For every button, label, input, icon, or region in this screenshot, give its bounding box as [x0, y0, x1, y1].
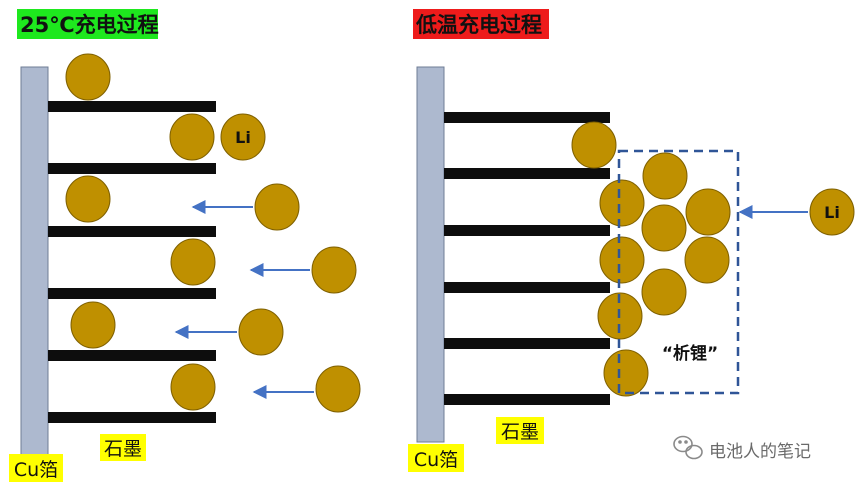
- right-cu-foil: [416, 66, 445, 443]
- lithium-ion: [641, 204, 687, 252]
- left-graphite-layers: [48, 101, 216, 423]
- left-panel: 25℃充电过程 Li: [9, 9, 361, 482]
- graphite-layer: [444, 394, 610, 405]
- right-graphite-layers: [444, 112, 610, 405]
- lithium-ion: [571, 121, 617, 169]
- lithium-ion: [684, 236, 730, 284]
- lithium-ion: [169, 113, 215, 161]
- graphite-layer: [48, 412, 216, 423]
- lithium-ion: [599, 236, 645, 284]
- left-foil-label-bg: [9, 454, 63, 482]
- left-lithium-ions: [65, 53, 361, 413]
- lithium-ion: [70, 301, 116, 349]
- lithium-ion: [65, 53, 111, 101]
- left-title: 25℃充电过程: [20, 13, 159, 37]
- right-foil-label: Cu箔: [414, 449, 458, 471]
- lithium-ion: [220, 113, 266, 161]
- left-foil-label: Cu箔: [14, 459, 58, 481]
- left-cu-foil: [20, 66, 49, 456]
- lithium-ion: [254, 183, 300, 231]
- plating-label: “析锂”: [662, 343, 718, 364]
- lithium-ion: [599, 179, 645, 227]
- lithium-ion: [170, 238, 216, 286]
- graphite-layer: [48, 350, 216, 361]
- right-panel: 低温充电过程 Li “析锂” 石墨: [408, 9, 855, 472]
- right-graphite-label-bg: [496, 417, 544, 444]
- lithium-ion: [641, 268, 687, 316]
- lithium-ion: [311, 246, 357, 294]
- graphite-layer: [444, 282, 610, 293]
- graphite-layer: [48, 163, 216, 174]
- lithium-ion: [685, 188, 731, 236]
- wechat-icon: [673, 435, 703, 460]
- graphite-layer: [48, 226, 216, 237]
- right-foil-label-bg: [408, 444, 464, 472]
- lithium-ion: [65, 175, 111, 223]
- lithium-ion: [603, 349, 649, 397]
- left-li-label: Li: [235, 128, 251, 147]
- graphite-layer: [444, 168, 610, 179]
- plating-region-box: [617, 149, 740, 395]
- left-title-bg: [17, 9, 158, 39]
- lithium-ion: [642, 152, 688, 200]
- lithium-ion: [238, 308, 284, 356]
- left-arrows: [174, 200, 314, 399]
- right-graphite-label: 石墨: [501, 421, 539, 443]
- watermark-text: 电池人的笔记: [709, 442, 811, 462]
- graphite-layer: [48, 288, 216, 299]
- lithium-ion: [170, 363, 216, 411]
- watermark: 电池人的笔记: [673, 435, 811, 462]
- graphite-layer: [444, 225, 610, 236]
- lithium-ion: [809, 188, 855, 236]
- right-lithium-ions: [571, 121, 855, 397]
- right-li-label: Li: [824, 203, 840, 222]
- graphite-layer: [444, 338, 610, 349]
- right-title: 低温充电过程: [415, 13, 542, 37]
- left-graphite-label: 石墨: [104, 438, 142, 460]
- lithium-ion: [315, 365, 361, 413]
- graphite-layer: [444, 112, 610, 123]
- graphite-layer: [48, 101, 216, 112]
- left-graphite-label-bg: [100, 434, 146, 461]
- right-title-bg: [413, 9, 549, 39]
